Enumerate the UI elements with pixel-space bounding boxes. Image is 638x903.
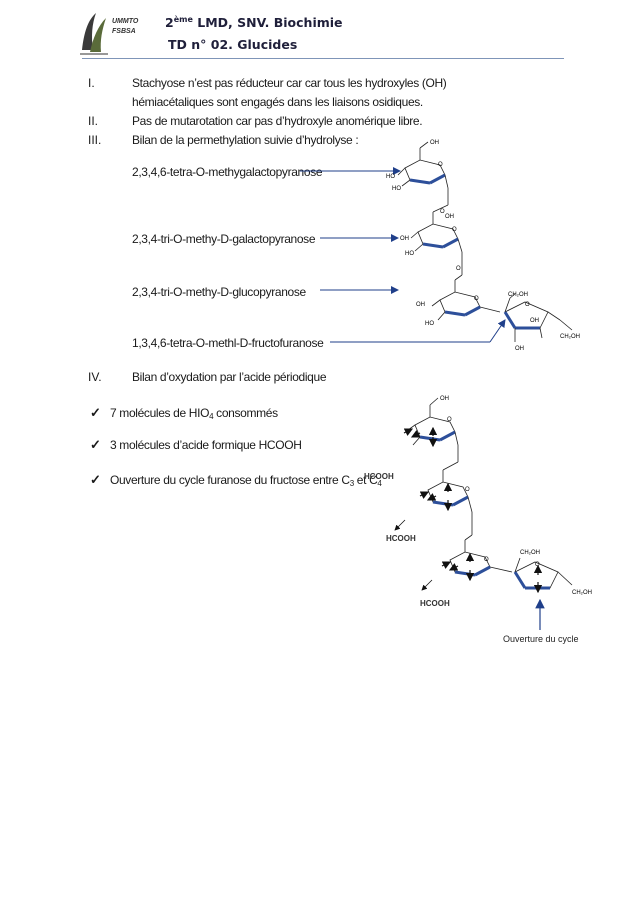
svg-text:O: O — [440, 209, 445, 215]
bullet-formic: 3 molécules d’acide formique HCOOH — [110, 438, 302, 452]
svg-text:OH: OH — [515, 346, 524, 352]
product-3-label: 2,3,4-tri-O-methy-D-glucopyranose — [132, 285, 306, 299]
svg-text:O: O — [452, 227, 457, 233]
svg-text:CH₂OH: CH₂OH — [560, 334, 580, 340]
c4-subscript: 4 — [377, 479, 382, 488]
svg-text:O: O — [525, 302, 530, 308]
ring-opening-mid: et C — [353, 473, 378, 487]
svg-text:HO: HO — [386, 174, 395, 180]
svg-text:HO: HO — [425, 321, 434, 327]
svg-text:O: O — [447, 417, 452, 423]
svg-text:OH: OH — [530, 318, 539, 324]
svg-text:CH₂OH: CH₂OH — [508, 292, 528, 298]
svg-text:HO: HO — [405, 251, 414, 257]
header-rule — [82, 58, 564, 59]
section-iv-number: IV. — [88, 370, 102, 384]
svg-text:OH: OH — [416, 302, 425, 308]
svg-text:O: O — [474, 296, 479, 302]
bullet-ring-opening: Ouverture du cycle furanose du fructose … — [110, 473, 382, 488]
svg-text:CH₂OH: CH₂OH — [572, 590, 592, 596]
level-superscript: ème — [173, 15, 193, 24]
level-number: 2 — [165, 15, 174, 31]
item-number-2: II. — [88, 114, 99, 128]
logo-emblem-icon — [80, 13, 108, 55]
svg-text:OH: OH — [440, 396, 449, 402]
svg-text:O: O — [484, 557, 489, 563]
item-3-line-1: Bilan de la permethylation suivie d’hydr… — [132, 133, 359, 147]
bullet-hio4-text: 7 molécules de HIO — [110, 406, 210, 420]
svg-text:O: O — [438, 162, 443, 168]
svg-text:O: O — [465, 487, 470, 493]
ring-opening-text: Ouverture du cycle furanose du fructose … — [110, 473, 350, 487]
hcooh-label: HCOOH — [386, 534, 416, 543]
product-2-label: 2,3,4-tri-O-methy-D-galactopyranose — [132, 232, 316, 246]
logo-text-1: UMMTO — [112, 18, 139, 25]
bullet-hio4-suffix: consommés — [213, 406, 278, 420]
ring-opening-label: Ouverture du cycle — [503, 634, 579, 644]
checkmark-icon: ✓ — [90, 405, 101, 420]
oh-label: OH — [430, 140, 439, 146]
checkmark-icon: ✓ — [90, 472, 101, 487]
item-1-line-1: Stachyose n’est pas réducteur car car to… — [132, 76, 447, 90]
faculty-logo — [78, 10, 110, 56]
logo-text-2: FSBSA — [112, 28, 136, 35]
item-1-line-2: hémiacétaliques sont engagés dans les li… — [132, 95, 423, 109]
hcooh-label: HCOOH — [364, 472, 394, 481]
svg-text:OH: OH — [445, 214, 454, 220]
item-number-1: I. — [88, 76, 95, 90]
svg-text:HO: HO — [392, 186, 401, 192]
svg-text:OH: OH — [400, 236, 409, 242]
hio4-subscript: 4 — [209, 412, 214, 421]
svg-text:O: O — [456, 266, 461, 272]
hcooh-label: HCOOH — [420, 599, 450, 608]
checkmark-icon: ✓ — [90, 437, 101, 452]
section-iv-title: Bilan d’oxydation par l’acide périodique — [132, 370, 327, 384]
c3-subscript: 3 — [349, 479, 354, 488]
course-level-title: 2ème LMD, SNV. Biochimie — [165, 15, 343, 30]
product-1-label: 2,3,4,6-tetra-O-methygalactopyranose — [132, 165, 323, 179]
td-title: TD n° 02. Glucides — [168, 37, 298, 52]
bullet-hio4: 7 molécules de HIO4 consommés — [110, 406, 278, 421]
item-number-3: III. — [88, 133, 102, 147]
item-2-line-1: Pas de mutarotation car pas d’hydroxyle … — [132, 114, 423, 128]
product-4-label: 1,3,4,6-tetra-O-methl-D-fructofuranose — [132, 336, 324, 350]
level-rest: LMD, SNV. Biochimie — [192, 15, 343, 31]
svg-text:CH₂OH: CH₂OH — [520, 550, 540, 556]
